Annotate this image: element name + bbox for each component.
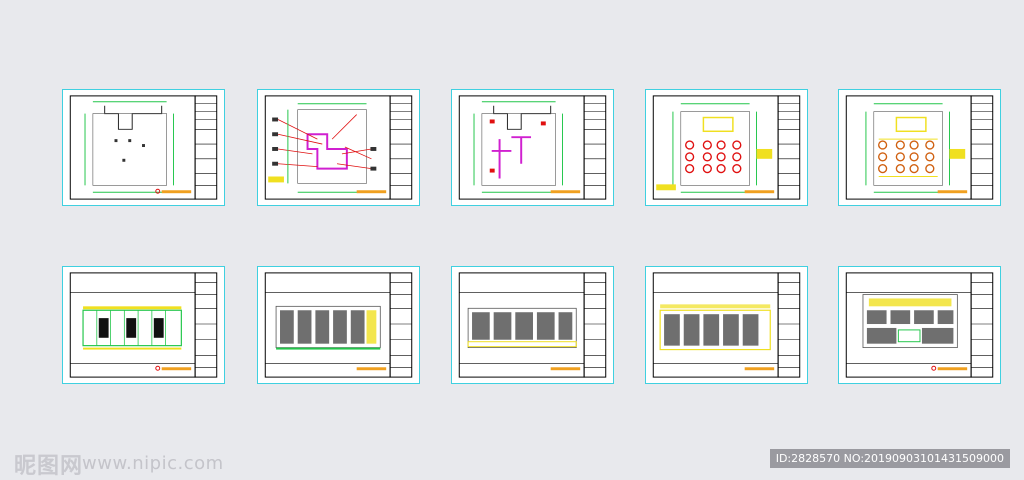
plan-drawing — [264, 95, 413, 200]
plan-sheet-3[interactable] — [451, 89, 614, 206]
watermark-logo: 昵图网 — [14, 453, 84, 479]
elevation-drawing — [458, 272, 607, 378]
elevation-drawing — [264, 272, 413, 378]
elevation-sheet-4[interactable] — [645, 266, 808, 384]
plan-drawing — [69, 95, 218, 200]
elevation-drawing — [845, 272, 994, 378]
plan-sheet-4[interactable] — [645, 89, 808, 206]
plan-drawing — [845, 95, 994, 200]
elevation-drawing — [652, 272, 801, 378]
plan-drawing — [458, 95, 607, 200]
plan-sheet-1[interactable] — [62, 89, 225, 206]
plan-sheet-5[interactable] — [838, 89, 1001, 206]
elevation-sheet-1[interactable] — [62, 266, 225, 384]
elevation-sheet-3[interactable] — [451, 266, 614, 384]
image-id-bar: ID:2828570 NO:20190903101431509000 — [769, 449, 1010, 468]
watermark-url: www.nipic.com — [82, 453, 224, 474]
elevation-sheet-5[interactable] — [838, 266, 1001, 384]
plan-sheet-2[interactable] — [257, 89, 420, 206]
elevation-sheet-2[interactable] — [257, 266, 420, 384]
elevation-drawing — [69, 272, 218, 378]
plan-drawing — [652, 95, 801, 200]
